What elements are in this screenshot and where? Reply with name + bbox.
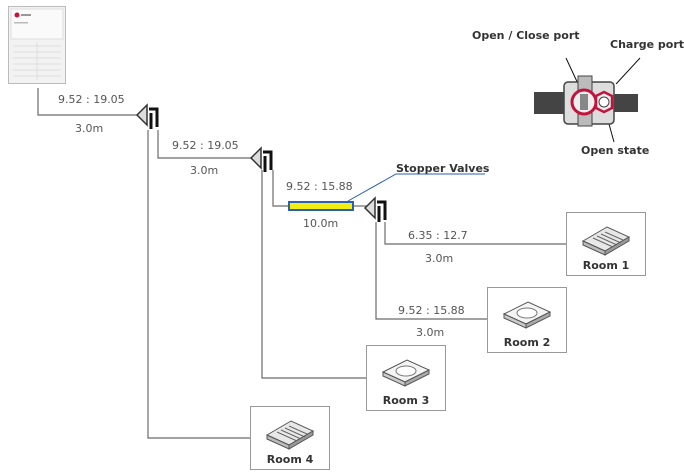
pipe-length-label: 3.0m xyxy=(75,122,104,135)
ceiling-cassette-icon xyxy=(381,359,431,387)
pipe-room-4 xyxy=(147,130,250,439)
pipe-size-label: 9.52 : 15.88 xyxy=(398,304,465,317)
room-name: Room 4 xyxy=(266,453,314,466)
pipe-room-3 xyxy=(261,170,366,379)
pipe-length-label: 3.0m xyxy=(190,164,219,177)
pipe-segment-3 xyxy=(272,170,288,207)
pipe-size-label: 9.52 : 15.88 xyxy=(286,180,353,193)
pipe-length-label: 3.0m xyxy=(416,326,445,339)
pipe-segment-1 xyxy=(37,88,140,116)
room-4: Room 4 xyxy=(250,406,330,470)
pipe-size-label: 9.52 : 19.05 xyxy=(58,93,125,106)
pipe-size-label: 6.35 : 12.7 xyxy=(408,229,468,242)
room-name: Room 2 xyxy=(503,336,551,349)
pipe-room-1 xyxy=(384,222,566,245)
pipe-length-label: 10.0m xyxy=(303,217,339,230)
room-name: Room 3 xyxy=(382,394,430,407)
open-close-port-label: Open / Close port xyxy=(472,29,580,42)
charge-port-label: Charge port xyxy=(610,38,684,51)
open-state-label: Open state xyxy=(581,144,650,157)
service-valve-icon xyxy=(534,57,641,143)
stopper-valve xyxy=(288,201,354,211)
ceiling-cassette-icon xyxy=(581,226,631,256)
stopper-callout-line xyxy=(347,173,485,202)
pipe-segment-2 xyxy=(157,130,258,159)
room-name: Room 1 xyxy=(582,259,630,272)
pipe-size-label: 9.52 : 19.05 xyxy=(172,139,239,152)
branch-pipe-icon xyxy=(363,196,387,222)
pipe-length-label: 3.0m xyxy=(425,252,454,265)
outdoor-unit-icon xyxy=(8,6,66,84)
room-3: Room 3 xyxy=(366,345,446,411)
room-1: Room 1 xyxy=(566,212,646,276)
ceiling-cassette-icon xyxy=(265,420,315,450)
ceiling-cassette-icon xyxy=(502,301,552,329)
branch-pipe-icon xyxy=(249,146,273,172)
room-2: Room 2 xyxy=(487,287,567,353)
branch-pipe-icon xyxy=(135,103,159,129)
pipe-room-2 xyxy=(375,222,487,320)
stopper-valves-label: Stopper Valves xyxy=(396,162,490,175)
